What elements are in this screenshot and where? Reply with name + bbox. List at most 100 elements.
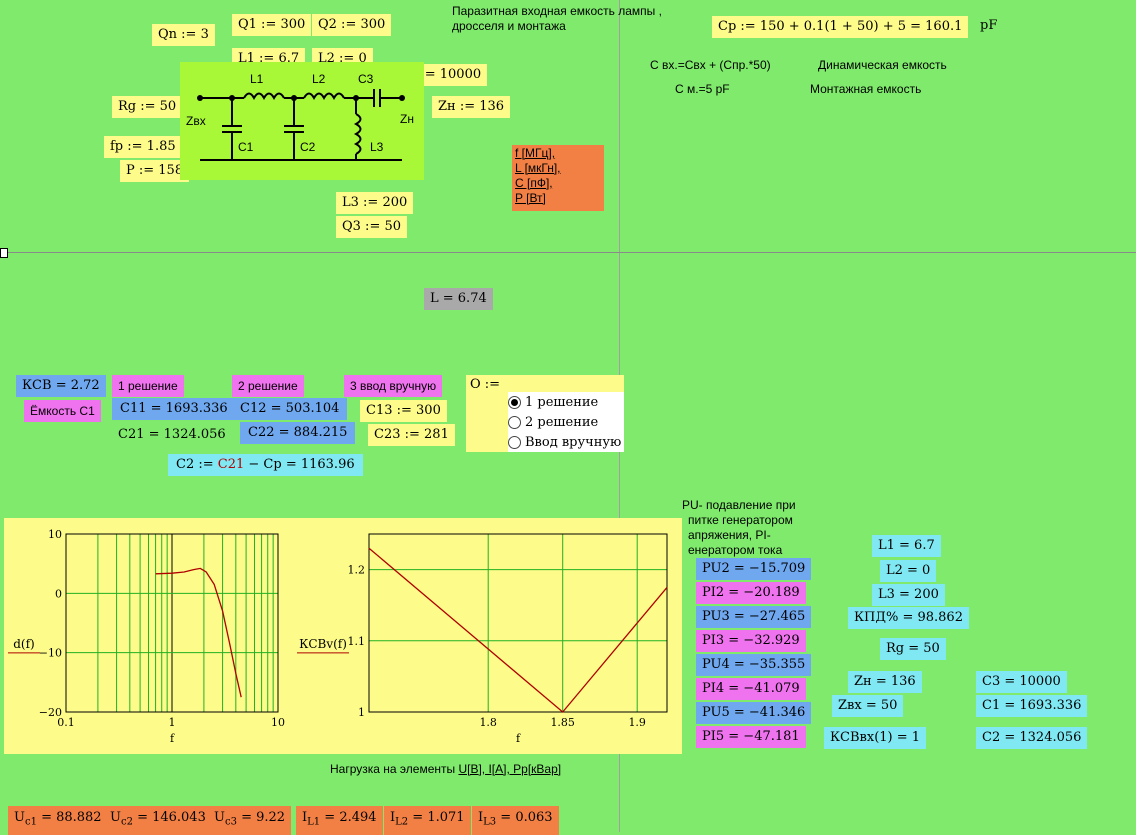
y-tick-label: 10 <box>48 528 62 541</box>
l2-result: L2 = 0 <box>880 560 937 582</box>
load-value: Uc3 = 9.22 <box>208 806 292 835</box>
radio-unchecked-icon[interactable] <box>508 435 521 449</box>
capacitance-c1-label: Ёмкость С1 <box>24 400 101 422</box>
plot-frame <box>368 533 668 713</box>
note-line: енератором тока <box>688 543 783 557</box>
c23-input[interactable]: C23 := 281 <box>368 424 455 446</box>
l3-result: L3 = 200 <box>872 584 945 606</box>
option-label: O := <box>470 377 501 392</box>
note-line: PU- подавление при <box>682 498 796 512</box>
c2-formula-ref: C21 <box>217 457 245 472</box>
q3-input[interactable]: Q3 := 50 <box>336 216 408 238</box>
zn-result: Zн = 136 <box>848 671 922 693</box>
radio-unchecked-icon[interactable] <box>508 415 521 429</box>
c1-result: C1 = 1693.336 <box>976 695 1088 717</box>
c22-value: C22 = 884.215 <box>240 422 356 444</box>
unit-line: C [пФ], <box>515 176 553 190</box>
y-tick-label: 1.2 <box>348 564 366 577</box>
note-line: питке генератором <box>688 513 793 527</box>
circuit-label-l3: L3 <box>370 140 384 154</box>
circuit-label-c2: C2 <box>300 140 316 154</box>
x-tick-label: 1.8 <box>479 716 497 729</box>
series-line <box>368 547 668 713</box>
option-radio-panel: 1 решение 2 решение Ввод вручную <box>508 392 624 452</box>
region-divider <box>0 252 1136 253</box>
l3-input[interactable]: L3 := 200 <box>336 192 414 214</box>
y-axis-label: КСВv(f) <box>299 637 347 651</box>
plot-area <box>369 534 667 712</box>
option-3-label: Ввод вручную <box>525 434 622 450</box>
cp-formula[interactable]: Cp := 150 + 0.1(1 + 50) + 5 = 160.1 <box>712 16 969 38</box>
circuit-label-zin: Zвх <box>186 114 206 128</box>
solution-1-label: 1 решение <box>112 375 184 397</box>
pu3-value: PU3 = −27.465 <box>696 606 812 628</box>
pu2-value: PU2 = −15.709 <box>696 558 812 580</box>
mounting-capacitance-label: Монтажная емкость <box>810 82 922 96</box>
cm-formula: С м.=5 pF <box>675 82 730 96</box>
x-tick-label: 1 <box>169 716 176 729</box>
pf-unit: pF <box>980 18 998 33</box>
qn-input[interactable]: Qn := 3 <box>152 24 215 46</box>
unit-line: L [мкГн], <box>515 161 561 175</box>
load-symbol: U <box>110 810 121 825</box>
solution-3-label: 3 ввод вручную <box>344 375 443 397</box>
rg-input[interactable]: Rg := 50 <box>112 96 183 118</box>
load-symbol: U <box>14 810 25 825</box>
y-tick-label: −10 <box>39 647 62 660</box>
plot-frame <box>65 533 279 713</box>
load-title: Нагрузка на элементы U[В], I[А], Pp[кВар… <box>330 762 561 776</box>
option-3-radio[interactable]: Ввод вручную <box>508 432 624 452</box>
note-line: Паразитная входная емкость лампы , <box>452 4 662 18</box>
efficiency-result: КПД% = 98.862 <box>848 607 969 629</box>
x-tick-label: 10 <box>271 716 285 729</box>
x-tick-label: 1.85 <box>550 716 575 729</box>
pu4-value: PU4 = −35.355 <box>696 654 812 676</box>
parasitic-capacitance-note: Паразитная входная емкость лампы , дросс… <box>452 4 662 34</box>
zn-input[interactable]: Zн := 136 <box>432 96 511 118</box>
load-number: = 0.063 <box>496 810 553 825</box>
load-number: = 2.494 <box>320 810 377 825</box>
c2-formula[interactable]: C2 := C21 − Cp = 1163.96 <box>168 454 363 476</box>
option-1-radio[interactable]: 1 решение <box>508 392 624 412</box>
radio-checked-icon[interactable] <box>508 395 521 409</box>
ksv-value: КСВ = 2.72 <box>16 375 106 397</box>
load-subscript: c1 <box>24 816 37 828</box>
load-number: = 9.22 <box>236 810 286 825</box>
unit-line: P [Вт] <box>515 191 546 205</box>
y-tick-label: 1 <box>358 706 365 719</box>
load-value: IL2 = 1.071 <box>384 806 471 835</box>
option-2-radio[interactable]: 2 решение <box>508 412 624 432</box>
option-selector: O := 1 решение 2 решение Ввод вручную <box>466 375 624 452</box>
load-symbol: I <box>390 810 396 825</box>
option-2-label: 2 решение <box>525 414 599 430</box>
q1-input[interactable]: Q1 := 300 <box>232 14 312 36</box>
load-title-prefix: Нагрузка на элементы <box>330 762 459 776</box>
c2-formula-rhs: − Cp = 1163.96 <box>244 457 355 472</box>
dynamic-capacitance-label: Динамическая емкость <box>818 58 947 72</box>
l-result: L = 6.74 <box>424 288 493 310</box>
circuit-label-zn: Zн <box>400 112 414 126</box>
cin-formula: С вх.=Свх + (Спр.*50) <box>650 58 771 72</box>
p-input[interactable]: P := 158 <box>120 160 190 182</box>
l1-result: L1 = 6.7 <box>872 535 941 557</box>
q2-input[interactable]: Q2 := 300 <box>312 14 392 36</box>
pi2-value: PI2 = −20.189 <box>696 582 806 604</box>
load-value: IL1 = 2.494 <box>296 806 383 835</box>
c13-input[interactable]: C13 := 300 <box>360 400 447 422</box>
y-tick-label: 0 <box>55 587 62 600</box>
load-subscript: L2 <box>395 816 409 828</box>
x-axis-label: f <box>170 732 175 745</box>
y-axis-label: d(f) <box>13 637 35 651</box>
unit-line: f [МГц], <box>515 146 556 160</box>
load-title-units: U[В], I[А], Pp[кВар] <box>458 762 562 776</box>
circuit-label-c3: C3 <box>358 72 374 86</box>
pi5-value: PI5 = −47.181 <box>696 726 806 748</box>
load-symbol: I <box>478 810 484 825</box>
load-number: = 1.071 <box>408 810 465 825</box>
note-line: апряжения, PI- <box>688 528 771 542</box>
fp-input[interactable]: fp := 1.85 <box>104 136 182 158</box>
load-value: Uc1 = 88.882 <box>8 806 108 835</box>
load-number: = 88.882 <box>36 810 102 825</box>
region-marker[interactable] <box>0 248 8 258</box>
